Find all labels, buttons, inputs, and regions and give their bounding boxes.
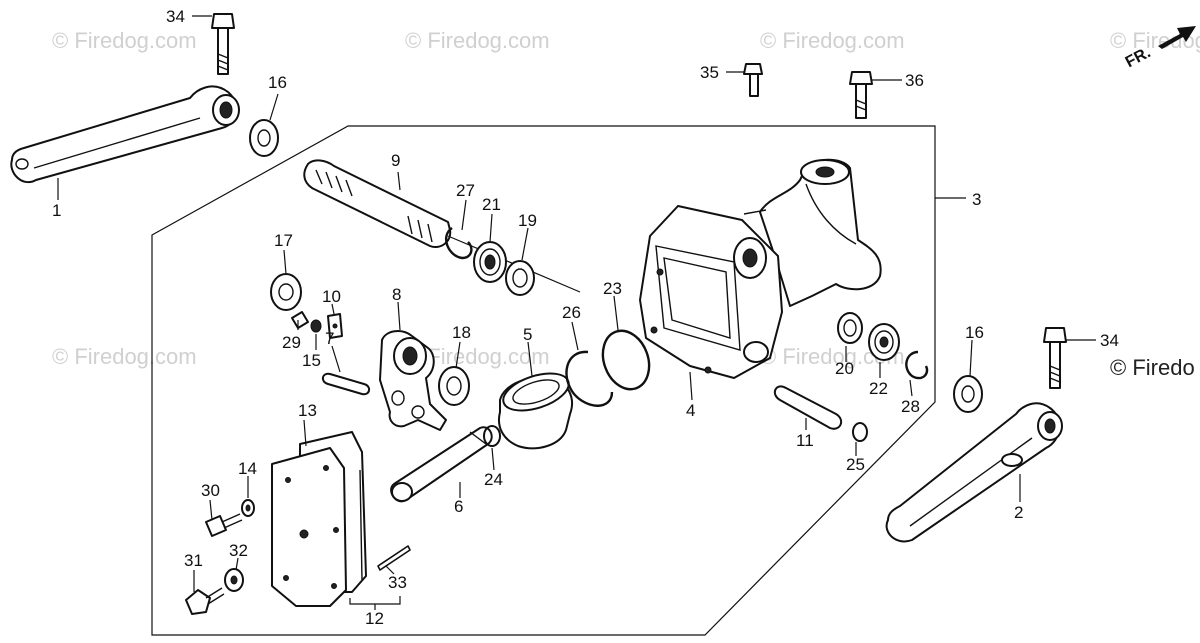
callout-1: 1 <box>52 201 61 220</box>
callout-18: 18 <box>452 323 471 342</box>
lever-arm-right <box>885 402 1063 543</box>
callout-23: 23 <box>603 279 622 298</box>
watermark: © Firedog.com <box>52 344 197 369</box>
callout-labels: 1 2 3 4 5 6 7 8 9 10 11 12 13 14 15 16 1… <box>52 7 1119 628</box>
callout-22: 22 <box>869 379 888 398</box>
callout-15: 15 <box>302 351 321 370</box>
washer-17 <box>270 273 302 311</box>
callout-26: 26 <box>562 303 581 322</box>
callout-9: 9 <box>391 151 400 170</box>
callout-34b: 34 <box>1100 331 1119 350</box>
callout-7: 7 <box>325 329 334 348</box>
assembly-boundary <box>151 125 936 636</box>
watermark: © Firedog.com <box>52 28 197 53</box>
bolt-36 <box>849 71 902 119</box>
sleeve <box>498 372 573 450</box>
callout-28: 28 <box>901 397 920 416</box>
callout-4: 4 <box>686 401 695 420</box>
callout-21: 21 <box>482 195 501 214</box>
callout-30: 30 <box>201 481 220 500</box>
callout-12: 12 <box>365 609 384 628</box>
callout-25: 25 <box>846 455 865 474</box>
snap-ring-26 <box>565 350 614 407</box>
small-bolt-29 <box>291 311 322 333</box>
plate-10 <box>327 313 343 339</box>
seal-19 <box>505 260 535 296</box>
bolt-31 <box>185 587 225 615</box>
gear-case-housing <box>639 158 882 379</box>
bolt-35 <box>726 63 763 97</box>
callout-8: 8 <box>392 285 401 304</box>
callout-35: 35 <box>700 63 719 82</box>
o-ring-24 <box>483 425 501 447</box>
callout-16a: 16 <box>268 73 287 92</box>
callout-32: 32 <box>229 541 248 560</box>
seal-20 <box>837 312 863 344</box>
callout-11: 11 <box>796 431 814 450</box>
bearing-22 <box>868 323 900 361</box>
bolt-34a <box>192 13 235 75</box>
shift-rod <box>390 426 493 503</box>
callout-29: 29 <box>282 333 301 352</box>
callout-13: 13 <box>298 401 317 420</box>
callout-17: 17 <box>274 231 293 250</box>
leader-lines <box>193 93 973 592</box>
callout-36: 36 <box>905 71 924 90</box>
cover-gasket <box>271 431 401 610</box>
callout-20: 20 <box>835 359 854 378</box>
callout-31: 31 <box>184 551 203 570</box>
circlip-28 <box>905 350 929 380</box>
callout-33: 33 <box>388 573 407 592</box>
callout-19: 19 <box>518 211 537 230</box>
callout-16b: 16 <box>965 323 984 342</box>
washer-14 <box>241 499 255 517</box>
callout-10: 10 <box>322 287 341 306</box>
bearing-21 <box>473 241 507 283</box>
pin-11 <box>773 385 843 430</box>
watermark: © Firedog.com <box>405 28 550 53</box>
callout-34a: 34 <box>166 7 185 26</box>
lever-arm-left <box>10 85 240 200</box>
callout-5: 5 <box>523 325 532 344</box>
washer-16a <box>249 119 279 157</box>
shift-fork <box>379 330 447 431</box>
watermark: © Firedog.com <box>760 28 905 53</box>
pin-33 <box>377 545 411 571</box>
callout-14: 14 <box>238 459 257 478</box>
pin-7 <box>322 372 370 396</box>
washer-18 <box>438 366 470 406</box>
ring-23 <box>601 329 651 391</box>
bolt-30 <box>205 513 243 537</box>
o-ring-25 <box>852 422 868 442</box>
callout-3: 3 <box>972 190 981 209</box>
washer-32 <box>224 568 244 592</box>
callout-6: 6 <box>454 497 463 516</box>
callout-2: 2 <box>1014 503 1023 522</box>
bolt-34b <box>1043 327 1096 389</box>
circlip <box>445 227 473 260</box>
shaft <box>303 159 581 293</box>
callout-24: 24 <box>484 470 503 489</box>
washer-16b <box>953 375 983 413</box>
watermark-edge: © Firedo <box>1110 355 1195 380</box>
callout-27: 27 <box>456 181 475 200</box>
